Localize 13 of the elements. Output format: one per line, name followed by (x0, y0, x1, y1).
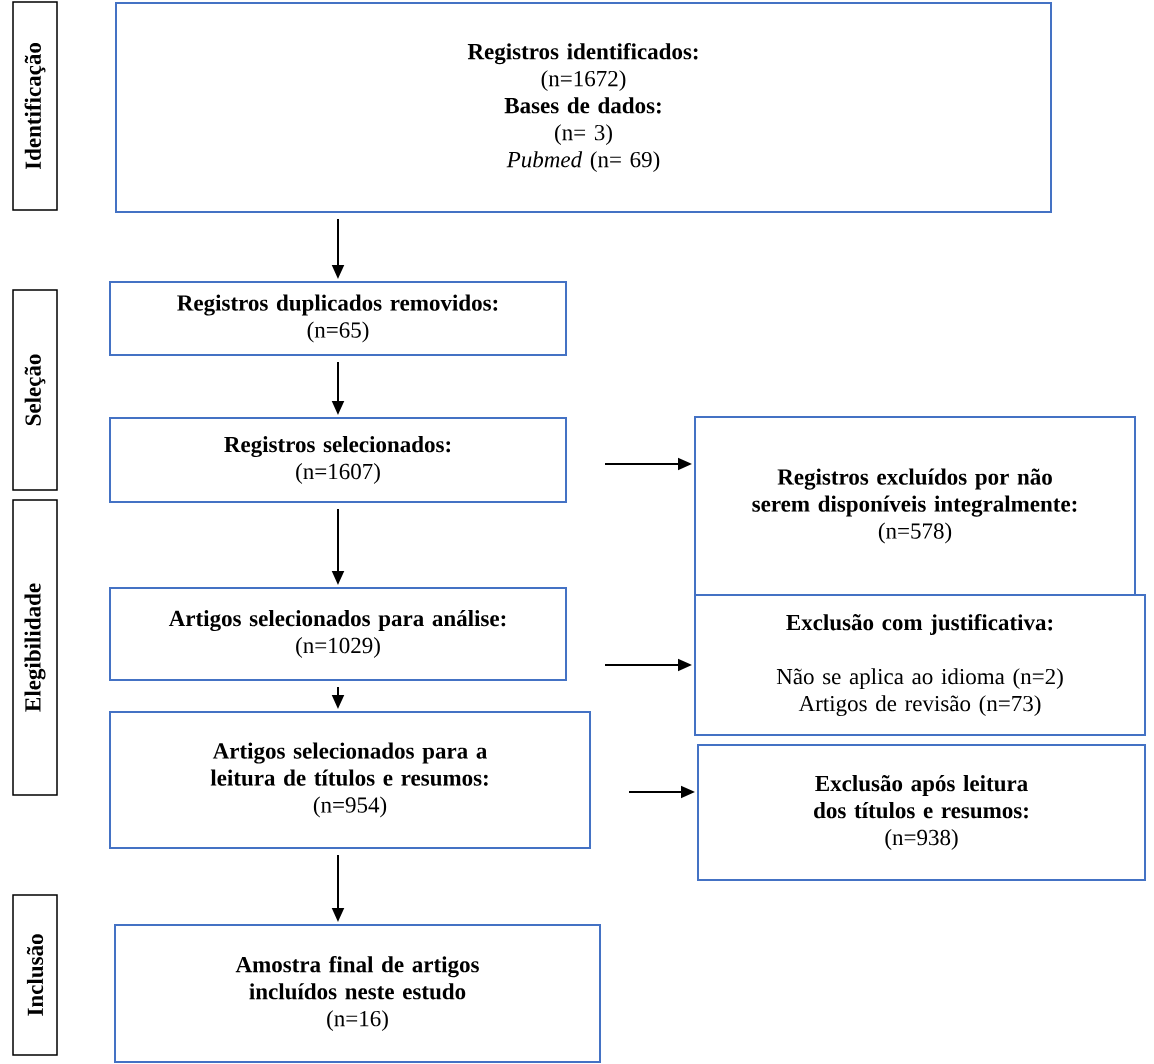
stage-label: Elegibilidade (12, 499, 58, 796)
stage-label: Inclusão (12, 894, 58, 1056)
process-box: Registros excluídos por não serem disponíveis integralmente: (n=578) (694, 416, 1136, 596)
stage-label: Identificação (12, 1, 58, 211)
process-box: Artigos selecionados para análise: (n=1029) (109, 587, 567, 681)
process-box: Registros duplicados removidos: (n=65) (109, 281, 567, 356)
process-box: Amostra final de artigos incluídos neste estudo (n=16) (114, 924, 601, 1063)
process-box: Registros identificados: (n=1672) Bases de dados: (n= 3) Pubmed (n= 69) (115, 2, 1052, 213)
process-box: Registros selecionados: (n=1607) (109, 417, 567, 503)
process-box: Exclusão com justificativa: Não se aplica ao idioma (n=2) Artigos de revisão (n=73) (694, 594, 1146, 736)
process-box: Artigos selecionados para a leitura de títulos e resumos: (n=954) (109, 711, 591, 849)
process-box: Exclusão após leitura dos títulos e resumos: (n=938) (697, 744, 1146, 881)
stage-label: Seleção (12, 289, 58, 491)
